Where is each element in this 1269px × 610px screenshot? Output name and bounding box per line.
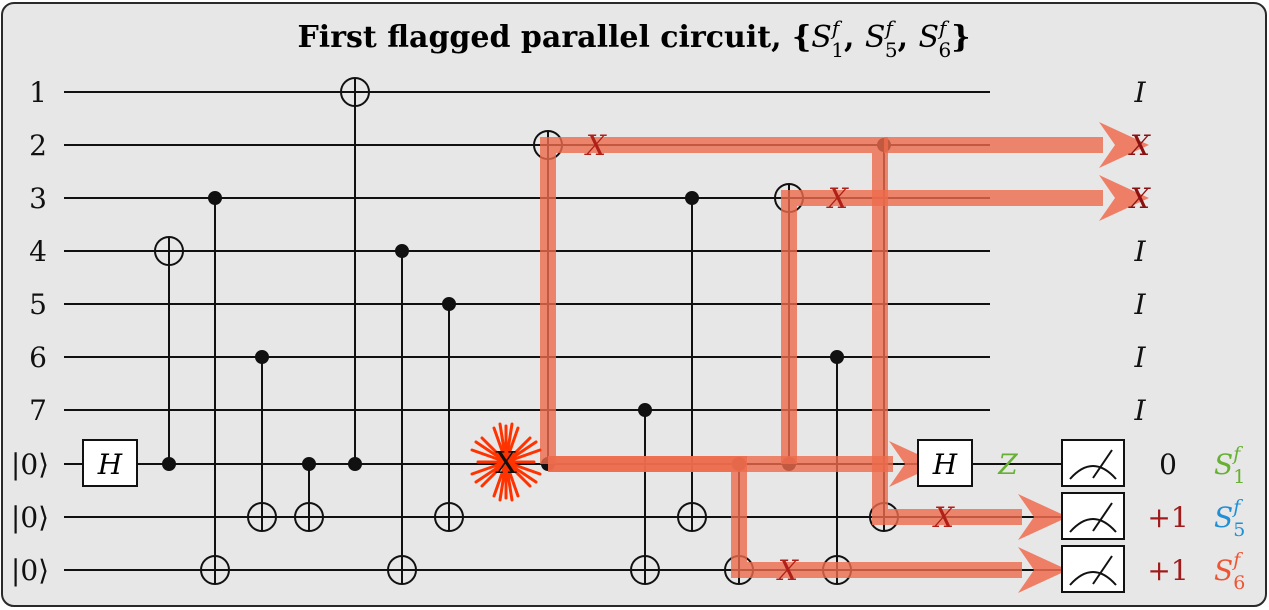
- wire-labels: 1 2 3 4 5 6 7 |0⟩ |0⟩ |0⟩: [11, 76, 49, 587]
- x-error-ancilla-3: X: [776, 554, 799, 587]
- meter-icon: [1061, 545, 1125, 593]
- qubit-label-3: 3: [29, 182, 47, 215]
- output-qubit-7: I: [1133, 394, 1146, 427]
- x-error-qubit-3: X: [826, 182, 849, 215]
- output-paulis: I X X I I I I: [1128, 76, 1151, 427]
- output-qubit-4: I: [1133, 235, 1146, 268]
- propagation-path-main: [540, 137, 1068, 540]
- result-value-3: +1: [1147, 554, 1188, 587]
- qubit-label-4: 4: [29, 235, 47, 268]
- cnot-gate: [200, 191, 230, 585]
- output-qubit-6: I: [1133, 341, 1146, 374]
- x-error-ancilla-2: X: [932, 501, 955, 534]
- fault-label: X: [495, 446, 517, 481]
- qubit-label-1: 1: [29, 76, 47, 109]
- result-value-1: 0: [1159, 448, 1177, 481]
- qubit-label-6: 6: [29, 341, 47, 374]
- ancilla-label-1: |0⟩: [11, 448, 49, 481]
- result-value-2: +1: [1147, 501, 1188, 534]
- fault-burst-icon: [470, 422, 542, 502]
- output-qubit-5: I: [1133, 288, 1146, 321]
- hadamard-gate-right: H: [917, 439, 973, 487]
- cnot-gate: [247, 350, 277, 532]
- error-propagation: [540, 122, 1149, 593]
- ancilla-label-2: |0⟩: [11, 501, 49, 534]
- svg-text:H: H: [932, 448, 958, 481]
- cnot-gate: [294, 457, 324, 532]
- cnot-gate: [387, 244, 417, 585]
- cnot-gate: [630, 403, 660, 585]
- meter-icon: [1061, 492, 1125, 540]
- svg-text:H: H: [97, 448, 123, 481]
- meter-icon: [1061, 439, 1125, 487]
- x-error-qubit-2: X: [584, 129, 607, 162]
- cnot-gate: [434, 297, 464, 532]
- cnot-gate: [154, 236, 184, 471]
- ancilla-label-3: |0⟩: [11, 554, 49, 587]
- measurements: [1061, 439, 1125, 593]
- propagated-errors: X X X X: [584, 129, 955, 587]
- qubit-label-2: 2: [29, 129, 47, 162]
- qubit-label-7: 7: [29, 394, 47, 427]
- output-qubit-3: X: [1128, 182, 1151, 215]
- output-qubit-1: I: [1133, 76, 1146, 109]
- output-qubit-2: X: [1128, 129, 1151, 162]
- z-error-ancilla-1: Z: [997, 448, 1018, 481]
- propagation-path-qubit-3: [781, 175, 1149, 464]
- qubit-label-5: 5: [29, 288, 47, 321]
- cnot-gate: [677, 191, 707, 532]
- hadamard-gate-left: H: [82, 439, 138, 487]
- propagation-path-ancilla-3: [548, 456, 1068, 593]
- cnot-gate: [340, 77, 370, 471]
